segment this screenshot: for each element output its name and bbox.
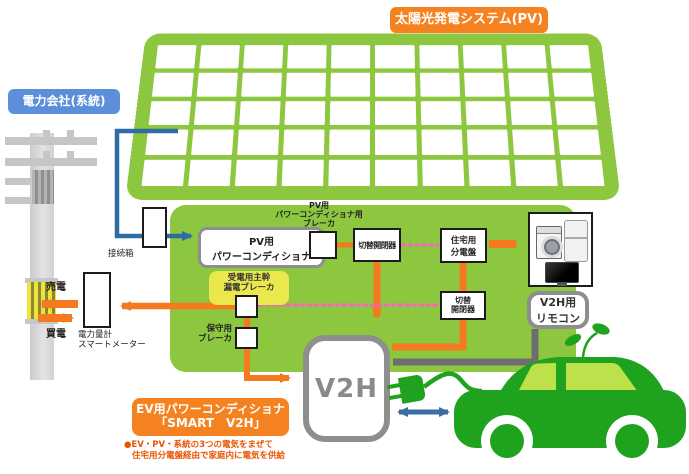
car-icon — [454, 323, 686, 467]
footnote-line1: ●EV・PV・系統の3つの電気をまぜて — [124, 440, 274, 450]
washing-machine-icon — [536, 226, 563, 259]
v2h-remote-line1: V2H用 — [539, 296, 577, 309]
distribution-board-line2: 分電盤 — [450, 247, 477, 258]
pole-insulator — [43, 151, 50, 158]
charge-cable — [422, 371, 483, 394]
pole-transformer-icon — [32, 170, 54, 204]
smart-meter-label: 電力量計 スマートメーター — [78, 330, 168, 351]
maintenance-breaker-label: 保守用 ブレーカ — [188, 324, 232, 345]
footnote: ●EV・PV・系統の3つの電気をまぜて 住宅用分電盤経由で家庭内に電気を供給 — [124, 440, 285, 461]
plug-icon — [386, 375, 426, 404]
sell-power-label: 売電 — [46, 282, 66, 293]
transfer-switch-1-box: 切替開閉器 — [353, 228, 401, 262]
main-breaker-box — [235, 295, 258, 318]
pole-insulator — [67, 130, 74, 137]
pole-guard-cap — [25, 278, 58, 283]
ev-conditioner-line1: EV用パワーコンディショナ — [136, 402, 285, 417]
transfer-switch-2-line2: 開閉器 — [451, 304, 475, 314]
pole-crossarm — [5, 137, 97, 145]
connection-box — [142, 207, 167, 248]
v2h-remote-box: V2H用 リモコン — [527, 291, 589, 329]
distribution-board-line1: 住宅用 — [450, 235, 477, 246]
ev-conditioner-label: EV用パワーコンディショナ 「SMART V2H」 — [132, 398, 289, 436]
connection-box-label: 接続箱 — [108, 249, 134, 259]
appliances-box — [528, 212, 593, 287]
v2h-unit-box: V2H — [303, 335, 390, 442]
maintenance-breaker-line2: ブレーカ — [197, 333, 232, 344]
pole-crossarm — [5, 158, 97, 166]
pv-breaker-label-line1: PV用 — [308, 201, 330, 210]
pole-insulator — [67, 151, 74, 158]
switch2-to-v2h-line — [392, 318, 467, 351]
ev-conditioner-line2: 「SMART V2H」 — [155, 416, 266, 430]
footnote-line2: 住宅用分電盤経由で家庭内に電気を供給 — [132, 450, 286, 461]
pv-conditioner-line2: パワーコンディショナ — [211, 251, 312, 263]
pv-breaker-label: PV用 パワーコンディショナ用 ブレーカ — [268, 201, 370, 229]
pole-bracket — [5, 178, 31, 185]
leaf-icon — [564, 323, 610, 358]
pv-breaker-label-line3: ブレーカ — [303, 219, 335, 229]
buy-power-label: 買電 — [46, 329, 66, 340]
pv-system-label: 太陽光発電システム(PV) — [390, 7, 548, 33]
pv-breaker-box — [309, 231, 337, 259]
pv-conditioner-box: PV用 パワーコンディショナ — [198, 227, 325, 268]
v2h-remote-line2: リモコン — [536, 312, 580, 325]
tv-icon — [545, 262, 579, 286]
maintenance-breaker-line1: 保守用 — [206, 324, 232, 334]
main-breaker-line1: 受電用主幹 — [227, 273, 271, 283]
smart-meter-box — [83, 272, 111, 328]
smart-meter-label-line2: スマートメーター — [78, 339, 146, 350]
pv-breaker-label-line2: パワーコンディショナ用 — [275, 210, 363, 220]
power-company-label: 電力会社(系統) — [8, 89, 120, 114]
transfer-switch-2-box: 切替 開閉器 — [440, 291, 486, 320]
transfer-switch-2-line1: 切替 — [455, 295, 471, 305]
maintenance-to-v2h-arrow — [244, 348, 291, 383]
pv-conditioner-line1: PV用 — [248, 236, 275, 248]
smart-meter-label-line1: 電力量計 — [78, 330, 113, 340]
pole-bracket — [5, 197, 31, 204]
maintenance-breaker-box — [235, 327, 258, 349]
main-breaker-line2: 漏電ブレーカ — [223, 282, 275, 293]
refrigerator-icon — [564, 220, 588, 262]
pole-insulator — [43, 130, 50, 137]
distribution-board-box: 住宅用 分電盤 — [440, 228, 487, 263]
